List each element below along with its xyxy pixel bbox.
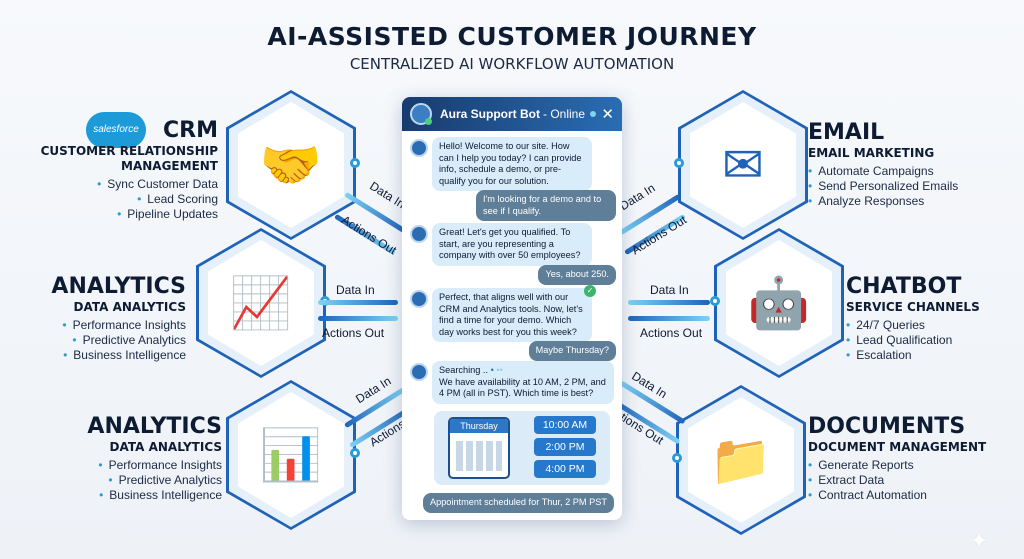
bot-message: Great! Let's get you qualified. To start… <box>432 223 592 266</box>
check-icon: ✓ <box>584 285 596 297</box>
chatbot-block: CHATBOT SERVICE CHANNELS 24/7 QueriesLea… <box>846 274 1016 363</box>
list-item: Lead Scoring <box>18 192 218 207</box>
analytics-subtitle: DATA ANALYTICS <box>73 300 186 314</box>
user-message: Maybe Thursday? <box>528 341 616 361</box>
bot-message: Hello! Welcome to our site. How can I he… <box>432 137 592 191</box>
chatbot-title: CHATBOT <box>846 274 962 299</box>
time-slot-button[interactable]: 2:00 PM <box>534 438 596 456</box>
envelope-icon: ✉ <box>722 137 764 193</box>
list-item: Send Personalized Emails <box>808 179 1018 194</box>
flow-arrow-out <box>628 316 710 321</box>
analytics-title: ANALYTICS <box>51 274 186 299</box>
online-indicator <box>590 111 597 117</box>
chart-monitor-icon: 📈 <box>229 275 293 331</box>
documents-icon: 📁 <box>709 432 773 488</box>
flow-arrow-in <box>318 300 398 305</box>
crm-title: CRM <box>163 118 218 143</box>
actions-out-label: Actions Out <box>322 326 385 340</box>
user-message: I'm looking for a demo and to see if I q… <box>476 190 616 221</box>
bot-avatar-icon <box>410 225 428 243</box>
bot-message: Searching .. • •• We have availability a… <box>432 361 614 404</box>
actions-out-label: Actions Out <box>640 326 703 340</box>
flow-arrow-in <box>628 300 710 305</box>
list-item: Predictive Analytics <box>0 333 186 348</box>
chatbot-hexagon: 🤖 <box>710 228 844 378</box>
bot-status: - Online <box>543 107 586 121</box>
documents-hexagon: 📁 <box>672 385 806 535</box>
list-item: Contract Automation <box>808 488 1018 503</box>
list-item: Pipeline Updates <box>18 207 218 222</box>
list-item: Extract Data <box>808 473 1018 488</box>
bot-avatar-icon <box>410 290 428 308</box>
list-item: 24/7 Queries <box>846 318 1016 333</box>
analytics-subtitle: DATA ANALYTICS <box>109 440 222 454</box>
crm-subtitle: CUSTOMER RELATIONSHIP MANAGEMENT <box>40 144 218 173</box>
robot-chat-icon: 🤖 <box>747 275 811 331</box>
time-slot-button[interactable]: 10:00 AM <box>534 416 596 434</box>
list-item: Sync Customer Data <box>18 177 218 192</box>
searching-text: Searching .. <box>439 365 489 375</box>
list-item: Performance Insights <box>0 318 186 333</box>
data-in-label: Data In <box>650 283 689 297</box>
user-message: Yes, about 250. <box>538 265 616 285</box>
confirmation-message: Appointment scheduled for Thur, 2 PM PST <box>422 493 614 513</box>
documents-block: DOCUMENTS DOCUMENT MANAGEMENT Generate R… <box>808 414 1018 503</box>
bot-avatar-icon <box>410 363 428 381</box>
list-item: Generate Reports <box>808 458 1018 473</box>
calendar-icon: Thursday <box>448 417 510 479</box>
analytics-block-2: ANALYTICS DATA ANALYTICS Performance Ins… <box>22 414 222 503</box>
list-item: Automate Campaigns <box>808 164 1018 179</box>
list-item: Business Intelligence <box>0 348 186 363</box>
analytics-hexagon-2: 📊 <box>226 380 360 530</box>
analytics-title: ANALYTICS <box>87 414 222 439</box>
bot-avatar-icon <box>410 139 428 157</box>
bot-message: Perfect, that aligns well with our CRM a… <box>432 288 592 342</box>
crm-hexagon: 🤝 <box>226 90 360 240</box>
list-item: Lead Qualification <box>846 333 1016 348</box>
chat-window: Aura Support Bot - Online ✕ Hello! Welco… <box>402 97 622 520</box>
page-title: AI-ASSISTED CUSTOMER JOURNEY <box>267 22 757 51</box>
time-slot-button[interactable]: 4:00 PM <box>534 460 596 478</box>
chat-header: Aura Support Bot - Online ✕ <box>402 97 622 131</box>
availability-text: We have availability at 10 AM, 2 PM, and… <box>439 376 606 399</box>
data-in-label: Data In <box>336 283 375 297</box>
sparkle-icon: ✦ <box>970 528 989 553</box>
list-item: Analyze Responses <box>808 194 1018 209</box>
email-title: EMAIL <box>808 120 885 145</box>
documents-title: DOCUMENTS <box>808 414 966 439</box>
list-item: Business Intelligence <box>22 488 222 503</box>
email-hexagon: ✉ <box>674 90 808 240</box>
page-subtitle: CENTRALIZED AI WORKFLOW AUTOMATION <box>349 55 675 73</box>
chatbot-subtitle: SERVICE CHANNELS <box>846 300 980 314</box>
documents-subtitle: DOCUMENT MANAGEMENT <box>808 440 987 454</box>
crm-block: CRM CUSTOMER RELATIONSHIP MANAGEMENT Syn… <box>18 118 218 222</box>
handshake-icon: 🤝 <box>259 137 323 193</box>
list-item: Escalation <box>846 348 1016 363</box>
close-icon[interactable]: ✕ <box>601 106 614 123</box>
email-block: EMAIL EMAIL MARKETING Automate Campaigns… <box>808 120 1018 209</box>
typing-dots: • •• <box>490 365 503 375</box>
trend-chart-icon: 📊 <box>259 427 323 483</box>
bot-avatar <box>410 103 432 125</box>
list-item: Performance Insights <box>22 458 222 473</box>
bot-name: Aura Support Bot <box>440 107 540 121</box>
analytics-hexagon-1: 📈 <box>196 228 330 378</box>
scheduler-card: Thursday 10:00 AM 2:00 PM 4:00 PM <box>434 411 610 485</box>
data-in-label: Data In <box>617 180 658 214</box>
calendar-day: Thursday <box>450 419 508 433</box>
salesforce-logo: salesforce <box>86 112 146 148</box>
email-subtitle: EMAIL MARKETING <box>808 146 935 160</box>
analytics-block-1: ANALYTICS DATA ANALYTICS Performance Ins… <box>0 274 186 363</box>
list-item: Predictive Analytics <box>22 473 222 488</box>
flow-arrow-out <box>318 316 398 321</box>
data-in-label: Data In <box>629 368 670 402</box>
